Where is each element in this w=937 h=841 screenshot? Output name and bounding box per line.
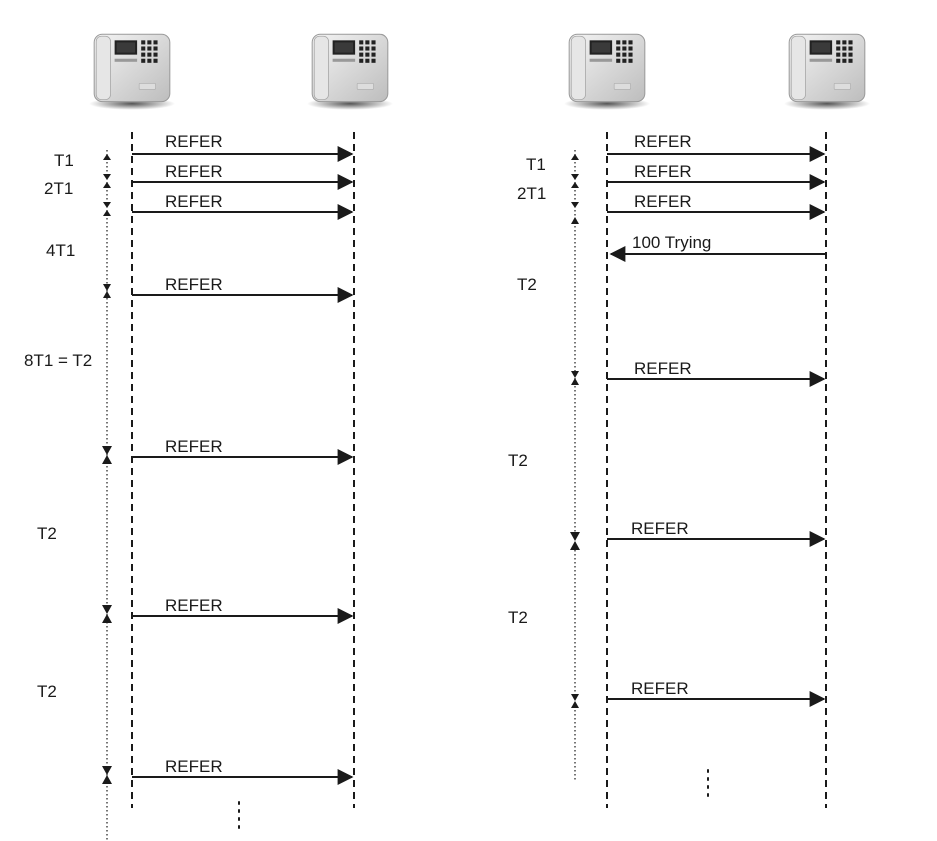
left-timer-ticks [102, 154, 112, 784]
timer-label: T2 [508, 608, 528, 627]
timer-label: 8T1 = T2 [24, 351, 92, 370]
left-panel: T1 2T1 4T1 8T1 = T2 T2 T2 REFER REFER RE… [24, 132, 354, 831]
message-label: 100 Trying [632, 233, 711, 252]
message-label: REFER [165, 757, 223, 776]
timer-label: T1 [526, 155, 546, 174]
message-label: REFER [634, 192, 692, 211]
message-label: REFER [634, 359, 692, 378]
timer-label: T2 [37, 682, 57, 701]
message-label: REFER [165, 162, 223, 181]
message-label: REFER [165, 132, 223, 151]
right-panel: T1 2T1 T2 T2 T2 REFER REFER REFER 100 Tr… [508, 132, 826, 799]
message-label: REFER [165, 275, 223, 294]
phone-icon [88, 33, 176, 111]
timer-label: 4T1 [46, 241, 75, 260]
message-label: REFER [634, 162, 692, 181]
timer-label: T2 [508, 451, 528, 470]
phone-icon [783, 33, 871, 111]
timer-label: 2T1 [44, 179, 73, 198]
phone-icon [563, 33, 651, 111]
message-label: REFER [631, 519, 689, 538]
message-label: REFER [165, 437, 223, 456]
timer-label: T2 [37, 524, 57, 543]
phone-icon [306, 33, 394, 111]
message-label: REFER [631, 679, 689, 698]
message-label: REFER [634, 132, 692, 151]
right-timer-ticks [570, 154, 580, 708]
message-label: REFER [165, 596, 223, 615]
timer-label: 2T1 [517, 184, 546, 203]
timer-label: T2 [517, 275, 537, 294]
message-label: REFER [165, 192, 223, 211]
timer-label: T1 [54, 151, 74, 170]
